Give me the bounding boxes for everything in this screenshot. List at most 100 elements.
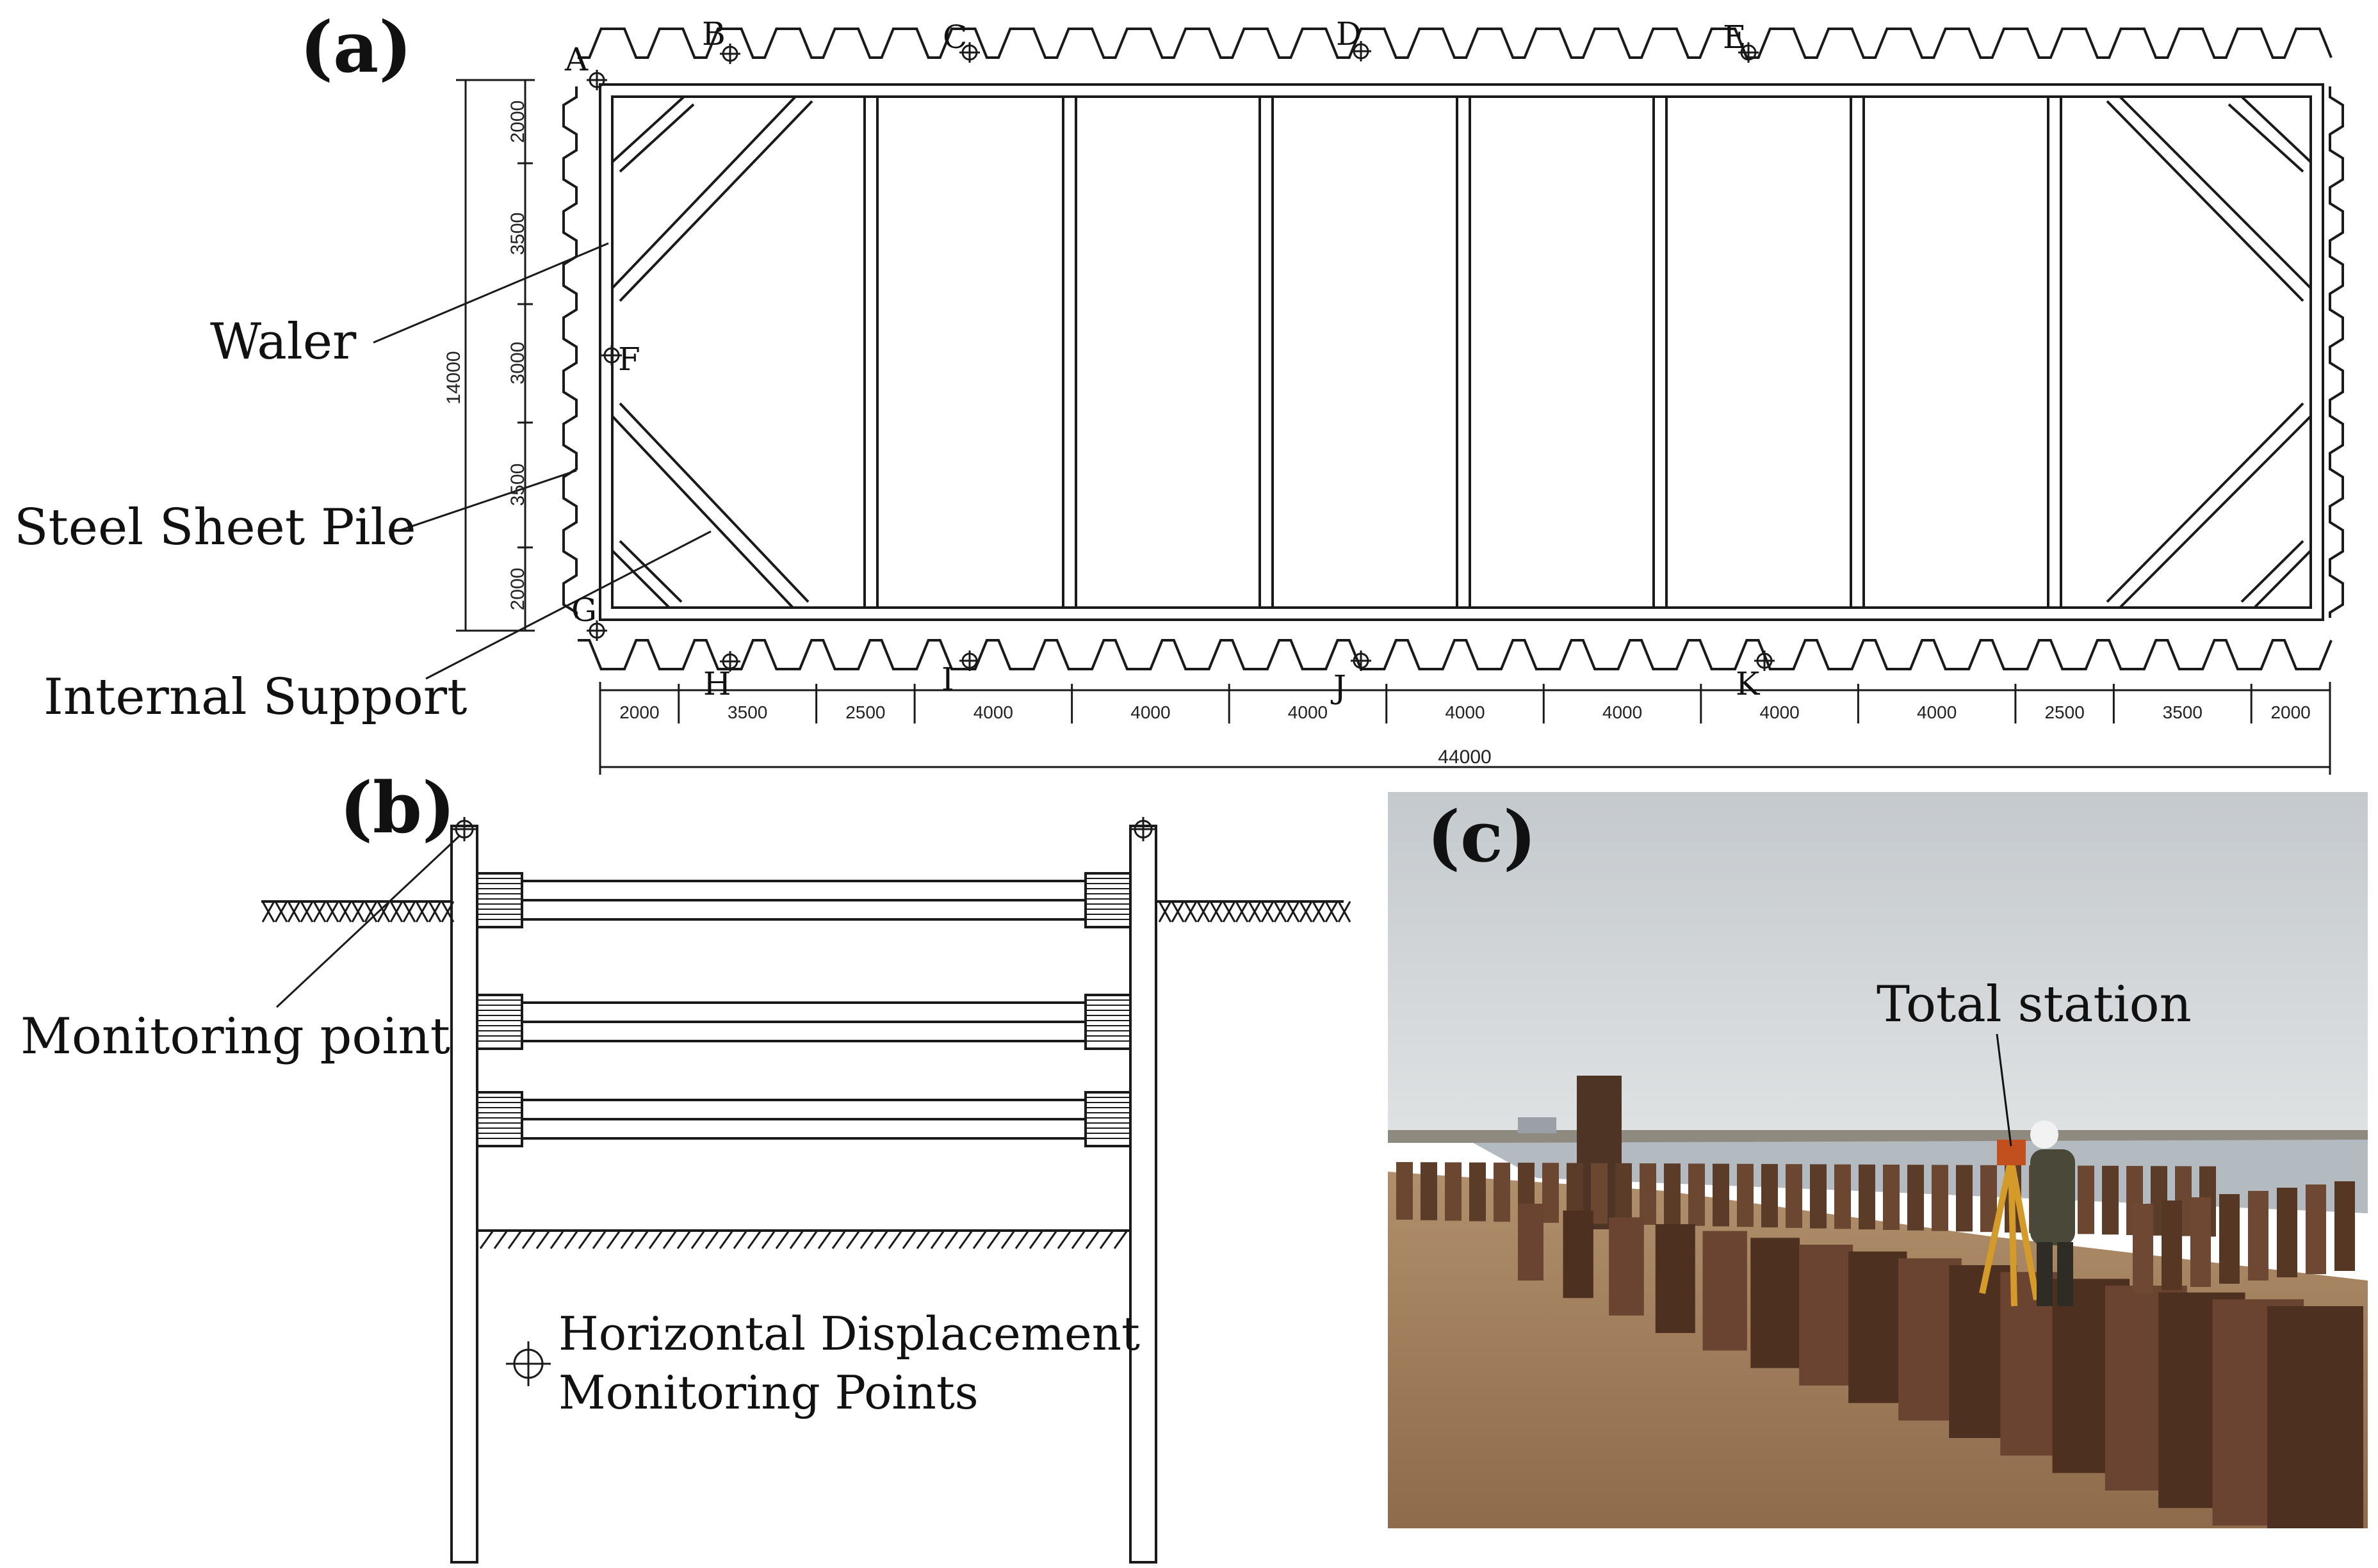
hatch-mark (1260, 901, 1275, 923)
photo-pile (1834, 1164, 1851, 1229)
right-ground-hatch (1158, 901, 1351, 923)
hatch-mark (1299, 901, 1313, 923)
photo-pile (1542, 1163, 1559, 1223)
photo-pile (1702, 1231, 1747, 1351)
photo-pile (2277, 1188, 2297, 1277)
steel-sheet-pile-label: Steel Sheet Pile (14, 499, 416, 556)
photo-pile (1591, 1163, 1608, 1224)
bottom-dimension-value: 2500 (845, 702, 885, 722)
waler-label: Waler (210, 313, 357, 371)
photo-pile (1750, 1238, 1800, 1368)
monitoring-point-label: Monitoring point (20, 1008, 450, 1065)
hatch-mark (521, 1230, 537, 1249)
hatch-mark (507, 1230, 523, 1249)
hatch-mark (364, 901, 378, 923)
photo-sky (1388, 792, 2368, 1138)
photo-distant-buildings (1518, 1117, 1556, 1133)
hatch-mark (550, 1230, 565, 1249)
sheet-pile-right-edge (2329, 86, 2344, 618)
photo-pile (1664, 1163, 1681, 1225)
photo-surveyor (2030, 1120, 2075, 1306)
photo-pile (2102, 1165, 2119, 1235)
photo-pile (1932, 1165, 1948, 1231)
hatch-mark (1000, 1230, 1016, 1249)
sheet-pile-top-edge (578, 28, 2333, 59)
left-dimension-chain (456, 79, 535, 632)
hatch-mark (676, 1230, 692, 1249)
photo-pile (1980, 1165, 1997, 1233)
hatch-mark (845, 1230, 861, 1249)
bottom-dimension-value: 3500 (728, 702, 767, 722)
hatch-mark (1273, 901, 1287, 923)
hatch-mark (1337, 901, 1351, 923)
hatch-mark (634, 1230, 649, 1249)
photo-pile (1655, 1224, 1695, 1333)
monitoring-point-leader (275, 834, 461, 1008)
bottom-dimension-value: 2500 (2044, 702, 2084, 722)
hatch-mark (535, 1230, 551, 1249)
bottom-dimension-value: 4000 (973, 702, 1013, 722)
photo-pile (2334, 1181, 2355, 1271)
hatch-mark (1171, 901, 1185, 923)
bottom-dimension-value: 4000 (1759, 702, 1799, 722)
hatch-mark (902, 1230, 917, 1249)
panel-a-plan: (a) (300, 6, 2344, 775)
panel-a-label: (a) (300, 6, 412, 88)
hatch-mark (916, 1230, 931, 1249)
hatch-mark (859, 1230, 875, 1249)
photo-horizon (1388, 1130, 2368, 1143)
point-label-h: H (703, 665, 731, 702)
hatch-mark (1085, 1230, 1100, 1249)
legend-line-1: Horizontal Displacement (558, 1307, 1140, 1361)
photo-pile (1688, 1163, 1705, 1226)
bottom-dimension-chain (599, 682, 2331, 775)
photo-pile (1956, 1165, 1973, 1232)
bottom-dimension-value: 4000 (1445, 702, 1485, 722)
photo-pile (2133, 1204, 2153, 1293)
hatch-mark (1113, 1230, 1128, 1249)
hatch-mark (789, 1230, 804, 1249)
hatch-mark (874, 1230, 889, 1249)
total-station-label: Total station (1877, 976, 2192, 1033)
hatch-mark (351, 901, 365, 923)
pile-top-monitoring-points (452, 817, 1155, 841)
corner-braces (611, 95, 2312, 609)
point-label-d: D (1336, 15, 1362, 53)
hatch-mark (1043, 1230, 1058, 1249)
hatch-mark (564, 1230, 579, 1249)
hatch-mark (313, 901, 327, 923)
bottom-dimension-value: 3500 (2163, 702, 2203, 722)
hatch-mark (944, 1230, 959, 1249)
internal-support-label: Internal Support (44, 668, 467, 726)
internal-support-leader (425, 530, 712, 680)
hatch-mark (1029, 1230, 1044, 1249)
hatch-mark (300, 901, 314, 923)
point-label-a: A (564, 41, 589, 78)
hatch-mark (415, 901, 429, 923)
photo-sheet-piles (1396, 1162, 2363, 1528)
panel-b-text: Monitoring point Horizontal Displacement… (20, 1008, 1140, 1419)
photo-pile (1396, 1162, 1413, 1220)
photo-pile (2306, 1184, 2326, 1274)
panel-b-section: (b) (261, 766, 1351, 1564)
photo-pile (1609, 1217, 1644, 1316)
hatch-mark (1235, 901, 1249, 923)
photo-pile (1469, 1162, 1486, 1222)
left-dimension-value: 3000 (507, 342, 528, 385)
hatch-mark (662, 1230, 678, 1249)
photo-pile (2162, 1200, 2182, 1290)
point-label-e: E (1723, 19, 1747, 56)
hatch-mark (648, 1230, 664, 1249)
hatch-mark (1158, 901, 1172, 923)
hatch-mark (377, 901, 391, 923)
legend-monitoring-point-icon (506, 1341, 551, 1386)
hatch-mark (1209, 901, 1223, 923)
sheet-pile-bottom-edge (578, 639, 2333, 670)
point-label-j: J (1330, 668, 1346, 706)
photo-pile (2219, 1194, 2240, 1284)
photo-pile (1907, 1165, 1924, 1231)
